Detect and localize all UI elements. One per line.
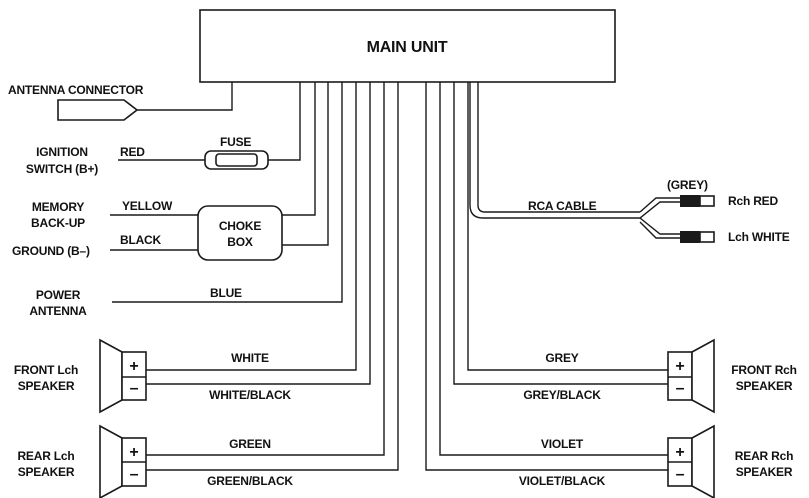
antenna-wire: [125, 82, 233, 111]
rca-cable-label: RCA CABLE: [528, 199, 597, 213]
rear-left-speaker-label-line1: REAR Lch: [17, 449, 74, 463]
speaker-icon-front-left: [99, 338, 147, 414]
memory-label-line1: MEMORY: [32, 200, 85, 214]
rca-grey-label: (GREY): [667, 178, 708, 192]
blue-wire: [112, 82, 343, 303]
front-left-speaker-label-line1: FRONT Lch: [14, 363, 78, 377]
front-right-speaker-label-line2: SPEAKER: [736, 379, 793, 393]
rear-left-minus-symbol: –: [130, 466, 139, 483]
front-right-plus-symbol: +: [675, 358, 684, 375]
rear-right-speaker-label-line1: REAR Rch: [735, 449, 793, 463]
green-wire: [146, 82, 385, 456]
antenna-connector-plug: [57, 99, 139, 121]
red-wire-unit: [268, 82, 301, 161]
main-unit-label: MAIN UNIT: [367, 39, 448, 56]
front-right-minus-symbol: –: [676, 380, 685, 397]
choke-label-line1: CHOKE: [219, 219, 262, 233]
grey-black-wire: [453, 82, 668, 385]
violet-wire: [439, 82, 668, 456]
grey-wire-label: GREY: [545, 351, 578, 365]
rca-left-label: Lch WHITE: [728, 230, 790, 244]
front-left-plus-symbol: +: [129, 358, 138, 375]
rca-cable: [469, 82, 680, 239]
ignition-label-line2: SWITCH (B+): [26, 162, 98, 176]
violet-wire-label: VIOLET: [541, 437, 584, 451]
ground-label: GROUND (B–): [12, 244, 90, 258]
yellow-wire-unit: [282, 82, 316, 216]
violet-black-wire-label: VIOLET/BLACK: [519, 474, 606, 488]
red-wire-label: RED: [120, 145, 145, 159]
rca-right-label: Rch RED: [728, 194, 778, 208]
white-black-wire-label: WHITE/BLACK: [209, 388, 291, 402]
front-left-minus-symbol: –: [130, 380, 139, 397]
fuse-holder: [204, 150, 269, 170]
front-right-speaker-label-line1: FRONT Rch: [731, 363, 797, 377]
fuse-label: FUSE: [220, 135, 251, 149]
rear-right-plus-symbol: +: [675, 444, 684, 461]
speaker-icon-rear-right: [667, 424, 715, 498]
choke-label-line2: BOX: [227, 235, 253, 249]
choke-box: [197, 205, 283, 261]
white-wire-label: WHITE: [231, 351, 269, 365]
speaker-icon-front-right: [667, 338, 715, 414]
white-wire: [146, 82, 357, 371]
rear-right-minus-symbol: –: [676, 466, 685, 483]
rear-left-plus-symbol: +: [129, 444, 138, 461]
grey-wire: [467, 82, 668, 371]
ignition-label-line1: IGNITION: [36, 145, 88, 159]
white-black-wire: [146, 82, 371, 385]
blue-wire-label: BLUE: [210, 286, 242, 300]
green-black-wire-label: GREEN/BLACK: [207, 474, 293, 488]
rear-right-speaker-label-line2: SPEAKER: [736, 465, 793, 479]
green-wire-label: GREEN: [229, 437, 271, 451]
antenna-connector-label: ANTENNA CONNECTOR: [8, 83, 144, 97]
memory-label-line2: BACK-UP: [31, 216, 85, 230]
power-antenna-label-line1: POWER: [36, 288, 81, 302]
green-black-wire: [146, 82, 399, 471]
black-wire-unit: [282, 82, 329, 246]
speaker-icon-rear-left: [99, 424, 147, 498]
rear-left-speaker-label-line2: SPEAKER: [18, 465, 75, 479]
black-wire-label: BLACK: [120, 233, 162, 247]
rca-plug-left: [680, 231, 715, 243]
yellow-wire-label: YELLOW: [122, 199, 173, 213]
rca-plug-right: [680, 195, 715, 207]
front-left-speaker-label-line2: SPEAKER: [18, 379, 75, 393]
grey-black-wire-label: GREY/BLACK: [523, 388, 601, 402]
main-unit-box: [199, 9, 616, 83]
violet-black-wire: [425, 82, 668, 471]
power-antenna-label-line2: ANTENNA: [29, 304, 87, 318]
